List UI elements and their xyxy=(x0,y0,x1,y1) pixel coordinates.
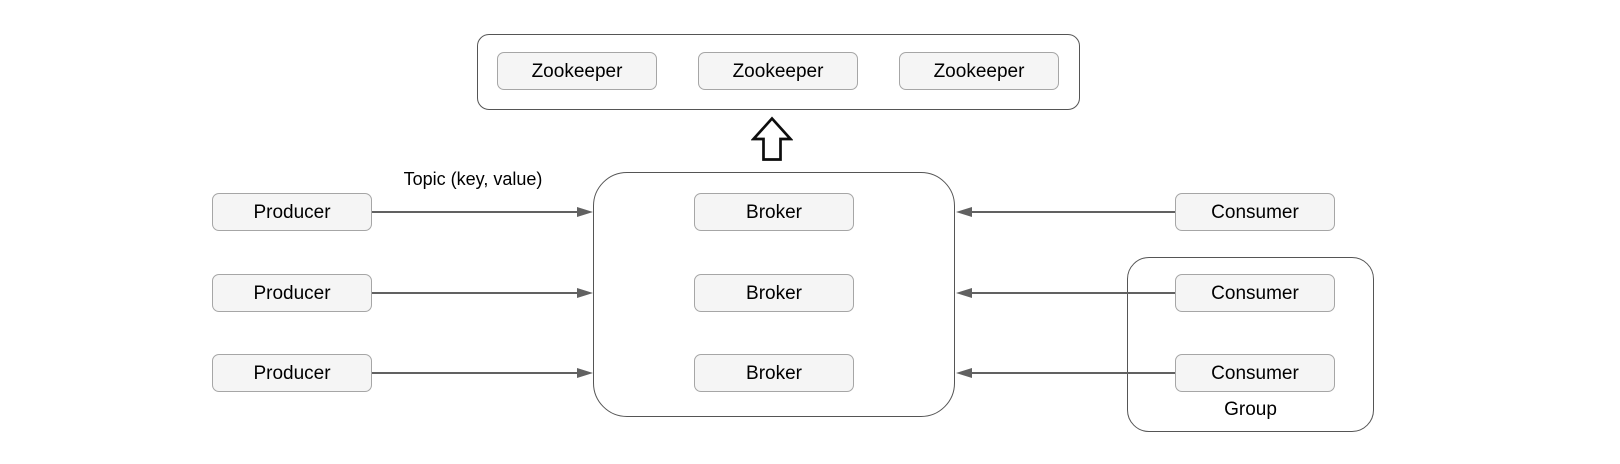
consumer-arrow-1 xyxy=(956,207,1175,217)
topic-edge-label: Topic (key, value) xyxy=(403,169,543,189)
consumer-group-label: Group xyxy=(1224,399,1277,420)
producer-node-3: Producer xyxy=(212,354,372,392)
consumer-arrow-3 xyxy=(956,368,1175,378)
broker-node-2: Broker xyxy=(694,274,854,312)
broker-node-1: Broker xyxy=(694,193,854,231)
producer-arrow-1 xyxy=(372,207,593,217)
producer-node-label: Producer xyxy=(253,201,331,223)
block-up-arrow-icon xyxy=(751,116,793,161)
producer-arrow-2 xyxy=(372,288,593,298)
zookeeper-cluster-container xyxy=(477,34,1080,110)
consumer-arrow-2 xyxy=(956,288,1175,298)
zookeeper-node-1: Zookeeper xyxy=(497,52,657,90)
kafka-cluster-container xyxy=(593,172,955,417)
consumer-node-1: Consumer xyxy=(1175,193,1335,231)
broker-node-3: Broker xyxy=(694,354,854,392)
producer-node-label: Producer xyxy=(253,282,331,304)
producer-node-1: Producer xyxy=(212,193,372,231)
zookeeper-node-2: Zookeeper xyxy=(698,52,858,90)
consumer-node-3: Consumer xyxy=(1175,354,1335,392)
consumer-node-label: Consumer xyxy=(1211,282,1299,304)
broker-node-label: Broker xyxy=(746,201,802,223)
broker-node-label: Broker xyxy=(746,362,802,384)
producer-node-2: Producer xyxy=(212,274,372,312)
zookeeper-node-label: Zookeeper xyxy=(933,60,1025,82)
consumer-node-label: Consumer xyxy=(1211,362,1299,384)
consumer-node-label: Consumer xyxy=(1211,201,1299,223)
broker-node-label: Broker xyxy=(746,282,802,304)
consumer-node-2: Consumer xyxy=(1175,274,1335,312)
producer-node-label: Producer xyxy=(253,362,331,384)
zookeeper-node-label: Zookeeper xyxy=(732,60,824,82)
consumer-group-container xyxy=(1127,257,1374,432)
zookeeper-node-label: Zookeeper xyxy=(531,60,623,82)
zookeeper-node-3: Zookeeper xyxy=(899,52,1059,90)
producer-arrow-3 xyxy=(372,368,593,378)
